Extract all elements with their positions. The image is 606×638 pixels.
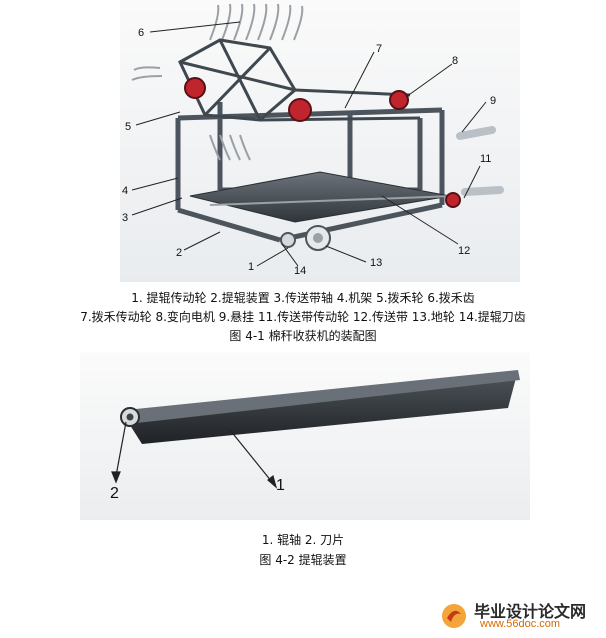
- callout-13: 13: [370, 257, 382, 269]
- callout-2: 2: [176, 247, 182, 259]
- callout-11: 11: [480, 153, 491, 165]
- callout-2: 2: [110, 485, 119, 502]
- belt-drive-wheel: [445, 192, 461, 208]
- reel-drive-wheels: [184, 77, 461, 208]
- callout-leaders: [131, 21, 487, 267]
- harvester-assembly-drawing: 6 7 8 9 5 4 3 2 1 14 13 11 12: [120, 0, 520, 282]
- figure1-legend-line1: 1. 提辊传动轮 2.提辊装置 3.传送带轴 4.机架 5.拨禾轮 6.拨禾齿: [131, 291, 475, 305]
- callout-12: 12: [458, 245, 470, 257]
- figure2-caption: 图 4-2 提辊装置: [259, 553, 347, 567]
- reel-drive-wheel: [288, 98, 312, 122]
- figure1-caption: 图 4-1 棉秆收获机的装配图: [229, 329, 377, 343]
- watermark-title: 毕业设计论文网: [474, 602, 587, 621]
- figure1-legend-line2: 7.拨禾传动轮 8.变向电机 9.悬挂 11.传送带传动轮 12.传送带 13.…: [80, 310, 526, 324]
- lifting-roller-drawing: 1 2: [80, 352, 530, 520]
- ground-wheels: [280, 225, 331, 251]
- callout-8: 8: [452, 55, 458, 67]
- callout-9: 9: [490, 95, 496, 107]
- callout-5: 5: [125, 121, 131, 133]
- reel: [178, 38, 421, 122]
- callout-6: 6: [138, 27, 144, 39]
- steering-motor-wheel: [389, 90, 409, 110]
- reel-wheel-left: [184, 77, 206, 99]
- figure2-legend: 1. 辊轴 2. 刀片: [261, 533, 345, 547]
- hitch: [456, 126, 504, 196]
- callout-leaders-fig2: [111, 421, 278, 489]
- blade: [128, 378, 516, 444]
- callout-1: 1: [276, 477, 285, 494]
- watermark-logo-icon: [442, 604, 466, 628]
- callout-1: 1: [248, 261, 254, 273]
- callout-4: 4: [122, 185, 128, 197]
- reel-tines: [131, 3, 304, 161]
- callout-3: 3: [122, 212, 128, 224]
- callout-7: 7: [376, 43, 382, 55]
- roller-shaft: [120, 370, 520, 427]
- callout-14: 14: [294, 265, 306, 277]
- watermark-url: www.56doc.com: [480, 618, 561, 630]
- site-watermark: 毕业设计论文网 www.56doc.com: [440, 598, 600, 632]
